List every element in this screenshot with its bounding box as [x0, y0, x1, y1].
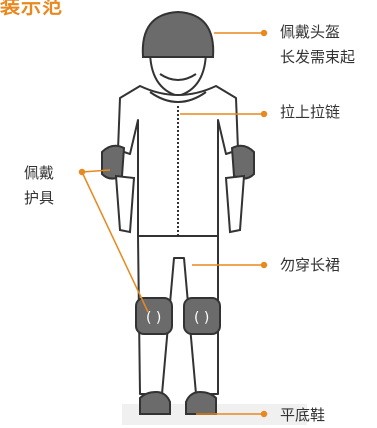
- right-shoe-icon: [185, 390, 217, 415]
- page-title: 装示范: [0, 0, 63, 18]
- right-elbow-pad-icon: [230, 144, 255, 180]
- right-knee-pad-icon: [183, 297, 221, 335]
- callout-lines: [78, 29, 268, 418]
- helmet-label: 佩戴头盔 长发需束起: [280, 20, 355, 70]
- arms-figure: [114, 174, 246, 234]
- svg-text:( ): ( ): [194, 310, 209, 326]
- svg-text:( ): ( ): [146, 310, 161, 326]
- pads-label-line-1: 佩戴: [24, 164, 55, 182]
- pads-label-line-2: 护具: [24, 189, 55, 207]
- pants-label: 勿穿长裙: [280, 256, 341, 274]
- helmet-icon: [141, 10, 215, 58]
- left-elbow-pad-icon: [101, 144, 126, 180]
- jacket-figure: [117, 85, 239, 237]
- pads-label: 佩戴 护具: [24, 161, 54, 211]
- helmet-label-line-1: 佩戴头盔: [280, 23, 341, 41]
- left-shoe-icon: [139, 390, 171, 415]
- helmet-label-line-2: 长发需束起: [280, 48, 356, 66]
- shoes-label: 平底鞋: [280, 406, 326, 424]
- zipper-label: 拉上拉链: [280, 103, 341, 121]
